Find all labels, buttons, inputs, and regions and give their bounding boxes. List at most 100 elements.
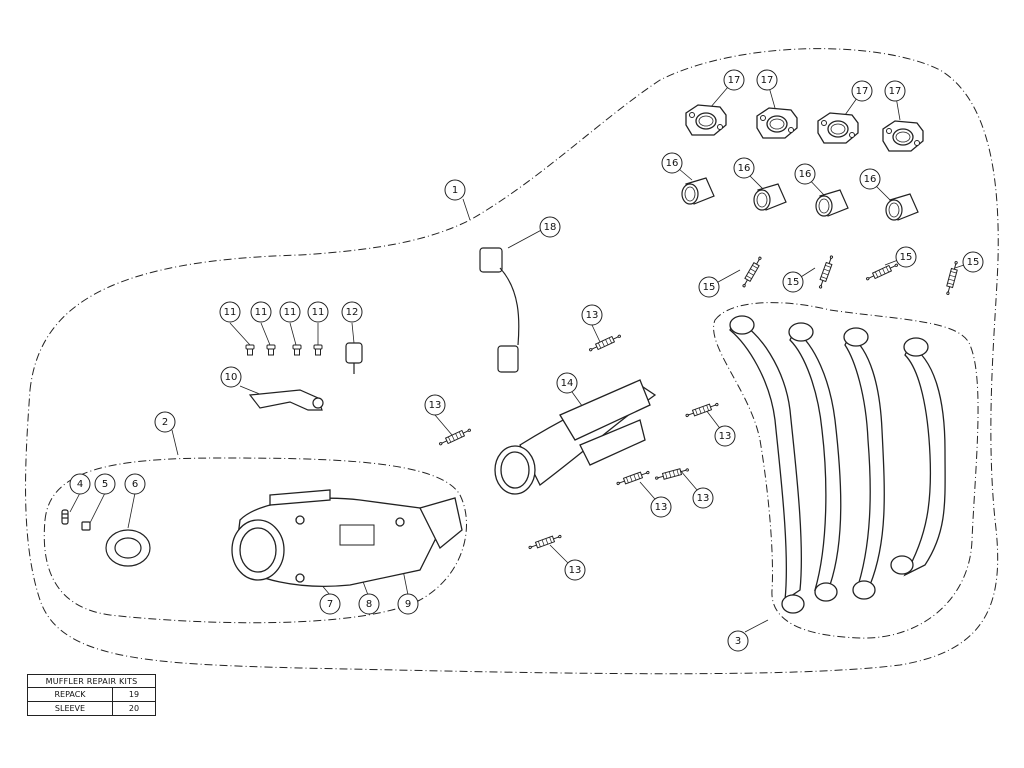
callout-circle xyxy=(895,246,917,268)
callout-15: 15 xyxy=(962,251,984,273)
callout-circle xyxy=(539,216,561,238)
kit-name: SLEEVE xyxy=(27,701,113,716)
callout-label: 11 xyxy=(312,307,325,318)
callout-circle xyxy=(397,593,419,615)
callout-label: 7 xyxy=(327,599,333,610)
callout-label: 13 xyxy=(697,493,710,504)
callout-label: 15 xyxy=(967,257,980,268)
callout-11: 11 xyxy=(279,301,301,323)
callout-18: 18 xyxy=(539,216,561,238)
callout-circle xyxy=(859,168,881,190)
callout-circle xyxy=(564,559,586,581)
callout-circle xyxy=(219,301,241,323)
callout-circle xyxy=(124,473,146,495)
callout-12: 12 xyxy=(341,301,363,323)
callout-15: 15 xyxy=(698,276,720,298)
callout-label: 11 xyxy=(284,307,297,318)
callout-circle xyxy=(782,271,804,293)
callout-label: 16 xyxy=(864,174,877,185)
callout-17: 17 xyxy=(851,80,873,102)
callout-label: 13 xyxy=(569,565,582,576)
callout-1: 1 xyxy=(444,179,466,201)
callout-13: 13 xyxy=(581,304,603,326)
callout-label: 2 xyxy=(162,417,168,428)
callout-circle xyxy=(319,593,341,615)
callout-circle xyxy=(851,80,873,102)
callout-13: 13 xyxy=(714,425,736,447)
callout-circle xyxy=(358,593,380,615)
callout-circle xyxy=(733,157,755,179)
callout-label: 6 xyxy=(132,479,138,490)
callout-circle xyxy=(307,301,329,323)
callout-3: 3 xyxy=(727,630,749,652)
kit-number: 19 xyxy=(112,687,156,702)
callout-16: 16 xyxy=(733,157,755,179)
callout-label: 8 xyxy=(366,599,372,610)
callout-label: 9 xyxy=(405,599,411,610)
callout-label: 15 xyxy=(703,282,716,293)
callout-circle xyxy=(444,179,466,201)
callout-label: 13 xyxy=(429,400,442,411)
callout-label: 5 xyxy=(102,479,108,490)
callout-13: 13 xyxy=(650,496,672,518)
callout-11: 11 xyxy=(307,301,329,323)
callout-label: 1 xyxy=(452,185,458,196)
callout-circle xyxy=(794,163,816,185)
table-row: REPACK 19 xyxy=(27,687,156,702)
callout-7: 7 xyxy=(319,593,341,615)
callout-circle xyxy=(424,394,446,416)
callout-circle xyxy=(714,425,736,447)
sleeves xyxy=(681,177,919,221)
assembly-1-outline xyxy=(25,48,999,675)
callout-label: 15 xyxy=(900,252,913,263)
callout-circle xyxy=(341,301,363,323)
callout-label: 13 xyxy=(586,310,599,321)
callout-13: 13 xyxy=(564,559,586,581)
callout-15: 15 xyxy=(895,246,917,268)
callout-circle xyxy=(279,301,301,323)
callout-17: 17 xyxy=(723,69,745,91)
callout-16: 16 xyxy=(859,168,881,190)
callout-6: 6 xyxy=(124,473,146,495)
flanges xyxy=(685,104,924,152)
callout-8: 8 xyxy=(358,593,380,615)
callout-circle xyxy=(220,366,242,388)
callout-label: 17 xyxy=(761,75,774,86)
callout-circle xyxy=(250,301,272,323)
callout-5: 5 xyxy=(94,473,116,495)
callout-16: 16 xyxy=(794,163,816,185)
callout-17: 17 xyxy=(884,80,906,102)
callout-circle xyxy=(962,251,984,273)
callout-label: 18 xyxy=(544,222,557,233)
callout-14: 14 xyxy=(556,372,578,394)
callout-circle xyxy=(723,69,745,91)
callout-circle xyxy=(556,372,578,394)
callout-label: 16 xyxy=(738,163,751,174)
table-row: SLEEVE 20 xyxy=(27,701,156,716)
callout-label: 16 xyxy=(799,169,812,180)
callout-circle xyxy=(698,276,720,298)
callout-circle xyxy=(154,411,176,433)
callout-11: 11 xyxy=(219,301,241,323)
callout-label: 10 xyxy=(225,372,238,383)
callout-circle xyxy=(650,496,672,518)
callout-label: 15 xyxy=(787,277,800,288)
kit-number: 20 xyxy=(112,701,156,716)
callout-17: 17 xyxy=(756,69,778,91)
callout-circle xyxy=(756,69,778,91)
assembly-2-outline xyxy=(43,457,467,624)
callout-label: 16 xyxy=(666,158,679,169)
callout-9: 9 xyxy=(397,593,419,615)
callout-label: 13 xyxy=(655,502,668,513)
callout-13: 13 xyxy=(424,394,446,416)
assembly-3-outline xyxy=(713,302,979,639)
callout-label: 3 xyxy=(735,636,741,647)
collector-part xyxy=(494,379,657,495)
callout-circle xyxy=(581,304,603,326)
callout-13: 13 xyxy=(692,487,714,509)
kit-table-title: MUFFLER REPAIR KITS xyxy=(27,674,156,688)
callout-label: 17 xyxy=(856,86,869,97)
callout-label: 11 xyxy=(224,307,237,318)
